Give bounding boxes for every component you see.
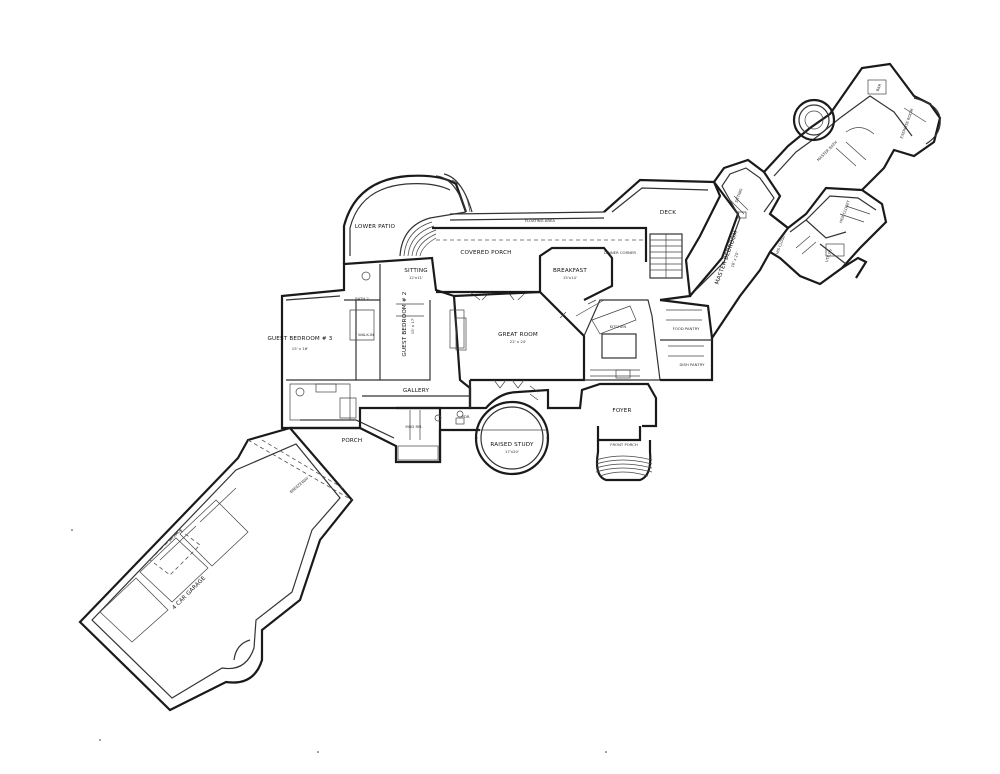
lower-patio xyxy=(342,173,473,264)
label-master-bath: MASTER BATH xyxy=(816,140,839,163)
label-great-room-size: 22' x 24' xyxy=(510,339,526,344)
label-pdr: PDR. xyxy=(462,414,471,419)
label-covered-porch: COVERED PORCH xyxy=(460,250,511,256)
label-deck: DECK xyxy=(660,210,676,216)
label-floating-area: FLOATING AREA xyxy=(525,218,555,223)
master-bath xyxy=(763,62,942,191)
pantries xyxy=(659,298,714,382)
label-raised-study: RAISED STUDY xyxy=(490,442,534,448)
label-guest-bedroom2-size: 15' x 17' xyxy=(410,318,415,334)
front-porch xyxy=(595,440,653,482)
label-breakfast: BREAKFAST xyxy=(553,268,587,274)
label-breakfast-size: 15'x14' xyxy=(563,275,577,280)
closets-utility xyxy=(769,186,888,286)
label-mud-rm: MUD RM. xyxy=(405,424,422,429)
label-guest-bedroom2: GUEST BEDROOM # 2 xyxy=(402,291,408,356)
label-her-closet: HER CLOSET xyxy=(838,199,851,224)
stray-marks xyxy=(71,529,607,753)
master-wing xyxy=(689,158,790,339)
deck-area xyxy=(603,178,722,302)
label-food-pantry: FOOD PANTRY xyxy=(673,326,700,331)
central-core xyxy=(362,246,661,442)
garage-wing xyxy=(78,426,354,712)
label-porch: PORCH xyxy=(342,438,363,444)
label-front-porch: FRONT PORCH xyxy=(610,442,638,447)
label-master-bedroom-size: 18' x 20' xyxy=(729,251,739,268)
west-bedroom-wing xyxy=(280,256,472,430)
label-guest-bedroom3: GUEST BEDROOM # 3 xyxy=(267,336,332,342)
label-foyer: FOYER xyxy=(612,408,631,414)
label-guest-bedroom3-size: 15' x 16' xyxy=(292,346,308,351)
room-labels: LOWER PATIO FLOATING AREA COVERED PORCH … xyxy=(167,83,915,612)
porch-area xyxy=(290,406,480,464)
label-walk-in: WALK-IN xyxy=(358,332,374,337)
label-sitting-size: 12'x11' xyxy=(409,275,423,280)
label-bar: BAR xyxy=(875,83,883,92)
label-utility: UTILITY xyxy=(824,247,834,263)
raised-study xyxy=(474,400,550,476)
label-exercise-room: EXERCISE ROOM xyxy=(899,108,914,139)
label-garage: 4 CAR GARAGE xyxy=(171,575,207,611)
label-kitchen: KITCHEN xyxy=(610,324,627,329)
label-sitting: SITTING xyxy=(404,268,428,274)
label-great-room: GREAT ROOM xyxy=(498,332,538,338)
label-master-sitting: SITTING xyxy=(734,188,744,204)
label-dinner-corner: DINNER CORNER xyxy=(604,250,636,255)
label-bath2: BATH 2 xyxy=(355,296,369,301)
label-raised-study-size: 17'x20' xyxy=(505,449,519,454)
label-breezeway: BREEZEWAY xyxy=(289,475,311,494)
label-dish-pantry: DISH PANTRY xyxy=(679,362,705,367)
label-lower-patio: LOWER PATIO xyxy=(355,224,396,230)
label-gallery: GALLERY xyxy=(403,388,430,394)
